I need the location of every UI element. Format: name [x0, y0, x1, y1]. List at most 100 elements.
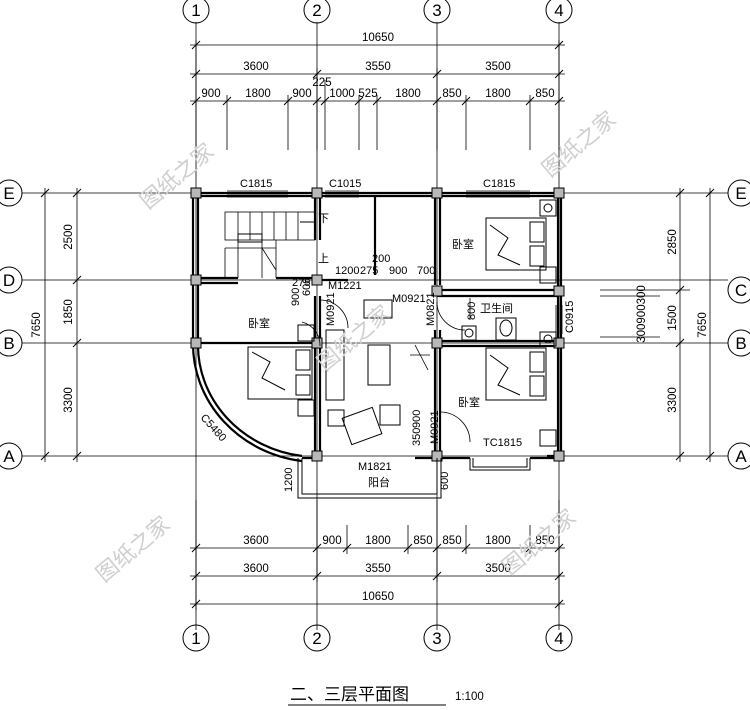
dim-bottom-1: 3600 — [243, 535, 269, 547]
window-c1015: C1015 — [329, 178, 361, 190]
room-bedroom-left: 卧室 — [248, 316, 270, 330]
door-m0921-mid: M0921 — [392, 293, 426, 305]
dim-bottom-2: 900 — [322, 535, 341, 547]
axis-label-4-top: 4 — [554, 1, 563, 20]
living-furniture — [325, 299, 430, 446]
axis-label-C-right: C — [735, 281, 747, 300]
dim-left-3: 3300 — [63, 387, 75, 413]
axis-bubbles — [0, 0, 750, 652]
bed-top-right — [485, 199, 557, 284]
dim-900-a: 900 — [389, 265, 407, 277]
staircase: 下 上 — [224, 211, 329, 278]
dim-top-d7: 850 — [442, 88, 461, 100]
window-c1815-left: C1815 — [240, 178, 272, 190]
dim-900-b: 900 — [290, 288, 302, 306]
axis-label-A-left: A — [3, 447, 15, 466]
right-dimensions: 2850 1500 3300 7650 300900300 — [600, 188, 715, 462]
dim-top-1: 3600 — [243, 61, 269, 73]
axis-label-D-left: D — [3, 271, 15, 290]
dim-600-b: 600 — [439, 472, 451, 490]
bathroom-fixtures — [461, 298, 517, 341]
door-m0921-bottom: M0921 — [429, 410, 441, 444]
door-m1221: M1221 — [328, 280, 362, 292]
dim-1200: 1200 — [335, 265, 359, 277]
door-m1821: M1821 — [358, 461, 392, 473]
window-c1815-right: C1815 — [483, 178, 515, 190]
dim-top-d1: 900 — [201, 88, 220, 100]
stair-down-label: 下 — [318, 212, 329, 225]
dim-top-d2: 1800 — [245, 88, 271, 100]
axis-label-B-right: B — [735, 334, 746, 353]
room-balcony: 阳台 — [368, 475, 390, 489]
dim-bottom-l2-1: 3600 — [243, 563, 269, 575]
left-dimensions: 7650 2500 1850 3300 — [31, 188, 82, 462]
axis-label-E-right: E — [735, 184, 746, 203]
dim-bottom-l2-2: 3550 — [365, 563, 391, 575]
dim-right-total: 7650 — [697, 312, 709, 338]
dim-bottom-6: 1800 — [485, 535, 511, 547]
dim-800: 800 — [466, 302, 478, 320]
dim-top-total: 10650 — [362, 32, 394, 44]
dim-bottom-l2-3: 3500 — [485, 563, 511, 575]
dim-left-total: 7650 — [31, 312, 43, 338]
dim-bottom-5: 850 — [442, 535, 461, 547]
dim-top-d3: 900 — [292, 88, 311, 100]
dim-200: 200 — [372, 253, 390, 265]
dim-top-d4: 1000 — [329, 88, 355, 100]
axis-label-E-left: E — [3, 184, 14, 203]
axis-label-4-bottom: 4 — [554, 629, 563, 648]
dim-1200-balcony: 1200 — [283, 468, 295, 492]
axis-label-3-bottom: 3 — [432, 629, 441, 648]
dim-bottom-7: 850 — [535, 535, 554, 547]
stair-up-label: 上 — [318, 252, 329, 265]
dim-275-b: 275 — [360, 265, 378, 277]
bed-bottom-right — [485, 331, 557, 447]
dim-top-small: 225 — [312, 77, 331, 89]
dim-right-2: 1500 — [667, 305, 679, 331]
drawing-title: 二、三层平面图 — [290, 685, 409, 705]
dim-left-1: 2500 — [63, 224, 75, 250]
dim-right-3: 3300 — [667, 387, 679, 413]
dim-900-c: 900 — [411, 410, 423, 428]
dim-275-a: 275 — [292, 277, 310, 289]
axis-label-2-top: 2 — [312, 1, 321, 20]
drawing-title-block: 二、三层平面图 1:100 — [288, 685, 484, 706]
axis-label-2-bottom: 2 — [312, 629, 321, 648]
watermark-4: 图纸之家 — [92, 512, 175, 588]
watermark-2: 图纸之家 — [538, 107, 621, 183]
dim-top-d9: 850 — [535, 88, 554, 100]
dim-700: 700 — [417, 265, 435, 277]
window-tc1815: TC1815 — [483, 437, 522, 449]
axis-label-1-top: 1 — [191, 1, 200, 20]
door-m0821: M0821 — [425, 292, 437, 326]
dim-top-3: 3500 — [485, 61, 511, 73]
dim-top-d6: 1800 — [395, 88, 421, 100]
window-c0915: C0915 — [564, 301, 576, 333]
dim-bottom-3: 1800 — [365, 535, 391, 547]
room-bedroom-bottom-right: 卧室 — [458, 395, 480, 409]
door-m0921-left: M0921 — [325, 292, 337, 326]
axis-label-3-top: 3 — [432, 1, 441, 20]
dim-top-d8: 1800 — [485, 88, 511, 100]
drawing-scale: 1:100 — [455, 691, 484, 703]
dim-bottom-total: 10650 — [362, 591, 394, 603]
dim-right-1: 2850 — [667, 229, 679, 255]
dim-600: 600 — [301, 278, 313, 296]
axis-labels: 1 2 3 4 1 2 3 4 E D B A E C B A — [3, 1, 747, 648]
windows — [227, 190, 563, 499]
arc-window-c5480: C5480 — [198, 412, 229, 444]
room-bathroom: 卫生间 — [480, 301, 513, 315]
dim-bottom-4: 850 — [413, 535, 432, 547]
dim-left-2: 1850 — [63, 299, 75, 325]
bottom-dimensions: 3600 900 1800 850 850 1800 850 3600 3550… — [190, 500, 565, 610]
axis-label-1-bottom: 1 — [191, 629, 200, 648]
dim-350: 350 — [411, 428, 423, 446]
drawing-labels: C1815 C1015 C1815 275 1200 275 900 700 2… — [198, 178, 576, 492]
top-dimensions: 10650 3600 3550 3500 225 900 1800 900 10… — [190, 32, 565, 150]
structural-columns — [190, 187, 565, 462]
dim-right-small: 300900300 — [636, 285, 648, 343]
watermark-1: 图纸之家 — [136, 139, 219, 215]
door-swings — [301, 299, 471, 443]
room-bedroom-top-right: 卧室 — [452, 237, 474, 251]
